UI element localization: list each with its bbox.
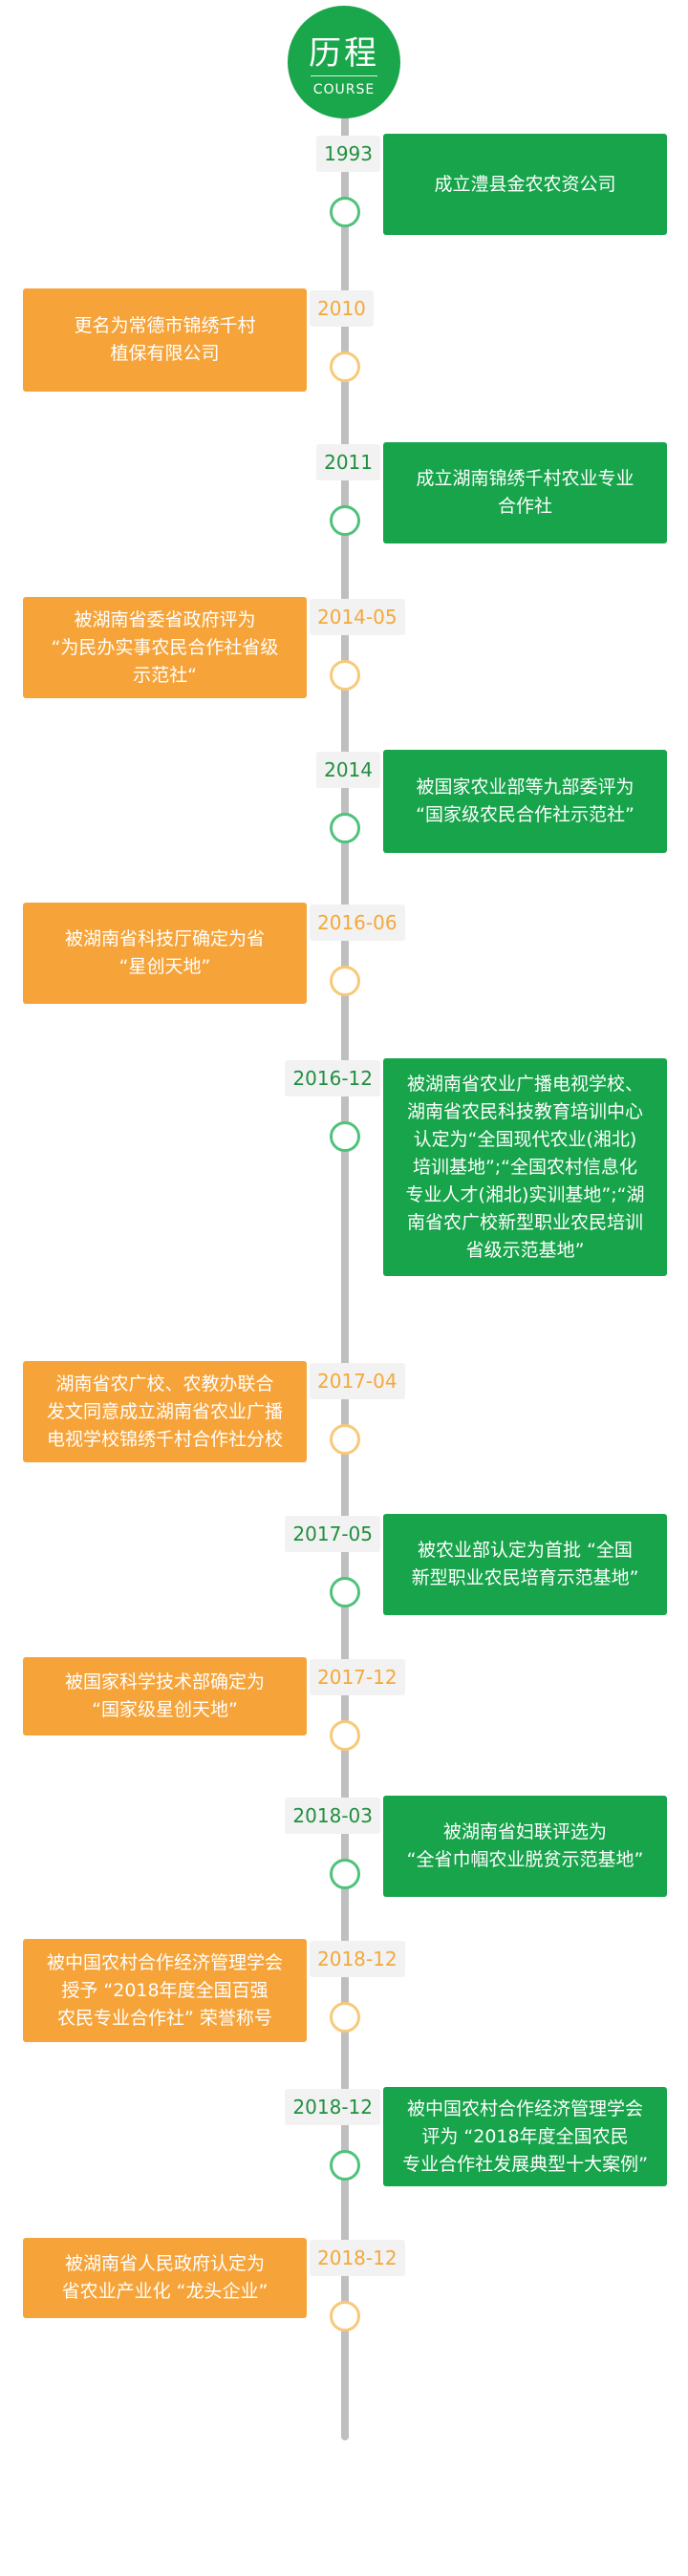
timeline-date: 2014-05 [310, 599, 405, 635]
timeline-date: 2016-12 [285, 1060, 380, 1096]
timeline-card: 被国家农业部等九部委评为 “国家级农民合作社示范社” [383, 750, 667, 853]
timeline-node [330, 2301, 360, 2331]
timeline-card: 被湖南省妇联评选为 “全省巾帼农业脱贫示范基地” [383, 1796, 667, 1897]
timeline-card-text: 被国家农业部等九部委评为 “国家级农民合作社示范社” [416, 777, 634, 825]
timeline-node [330, 1424, 360, 1455]
timeline-card: 成立湖南锦绣千村农业专业 合作社 [383, 442, 667, 543]
timeline-date: 2016-06 [310, 905, 405, 941]
timeline-card-text: 更名为常德市锦绣千村 植保有限公司 [74, 315, 256, 364]
timeline-card: 被农业部认定为首批 “全国 新型职业农民培育示范基地” [383, 1514, 667, 1615]
timeline-node [330, 2002, 360, 2033]
timeline-date: 2010 [310, 290, 374, 327]
timeline-node [330, 2150, 360, 2181]
timeline-date: 2017-04 [310, 1363, 405, 1399]
timeline-card-text: 湖南省农广校、农教办联合 发文同意成立湖南省农业广播 电视学校锦绣千村合作社分校 [46, 1373, 283, 1450]
timeline-card: 被湖南省农业广播电视学校、 湖南省农民科技教育培训中心 认定为“全国现代农业(湘… [383, 1058, 667, 1276]
timeline-node [330, 1577, 360, 1607]
timeline-date: 2017-12 [310, 1659, 405, 1695]
badge-title: 历程 [309, 34, 379, 73]
timeline-node [330, 505, 360, 536]
timeline-card-text: 被湖南省科技厅确定为省 “星创天地” [64, 928, 265, 977]
timeline-card-text: 被中国农村合作经济管理学会 授予 “2018年度全国百强 农民专业合作社” 荣誉… [46, 1951, 283, 2029]
timeline-card: 成立澧县金农农资公司 [383, 134, 667, 235]
timeline-card-text: 被农业部认定为首批 “全国 新型职业农民培育示范基地” [411, 1540, 639, 1588]
section-badge: 历程 COURSE [288, 6, 400, 118]
timeline-date: 2018-12 [310, 2240, 405, 2276]
timeline-card: 被湖南省科技厅确定为省 “星创天地” [23, 903, 307, 1004]
timeline-date: 2018-03 [285, 1798, 380, 1834]
timeline-date: 2018-12 [285, 2089, 380, 2125]
timeline-card-text: 成立澧县金农农资公司 [434, 173, 616, 195]
timeline-card: 被中国农村合作经济管理学会 评为 “2018年度全国农民 专业合作社发展典型十大… [383, 2087, 667, 2186]
timeline-card: 被湖南省委省政府评为 “为民办实事农民合作社省级 示范社“ [23, 597, 307, 698]
timeline-card-text: 被湖南省农业广播电视学校、 湖南省农民科技教育培训中心 认定为“全国现代农业(湘… [405, 1073, 645, 1261]
timeline-card: 湖南省农广校、农教办联合 发文同意成立湖南省农业广播 电视学校锦绣千村合作社分校 [23, 1361, 307, 1462]
timeline-node [330, 1720, 360, 1751]
timeline-card-text: 被湖南省委省政府评为 “为民办实事农民合作社省级 示范社“ [51, 608, 279, 686]
timeline-node [330, 197, 360, 227]
timeline-card: 被国家科学技术部确定为 “国家级星创天地” [23, 1657, 307, 1735]
timeline-card-text: 被湖南省妇联评选为 “全省巾帼农业脱贫示范基地” [406, 1821, 644, 1870]
timeline-card-text: 被湖南省人民政府认定为 省农业产业化 “龙头企业” [61, 2253, 269, 2302]
badge-divider [311, 75, 377, 76]
timeline-card-text: 成立湖南锦绣千村农业专业 合作社 [416, 468, 634, 517]
timeline-card: 被湖南省人民政府认定为 省农业产业化 “龙头企业” [23, 2238, 307, 2318]
timeline-date: 2014 [316, 752, 380, 788]
timeline-card: 更名为常德市锦绣千村 植保有限公司 [23, 288, 307, 392]
timeline-axis [341, 110, 349, 2440]
timeline-node [330, 813, 360, 843]
timeline-date: 2011 [316, 444, 380, 480]
timeline-node [330, 351, 360, 382]
timeline-date: 1993 [316, 136, 380, 172]
badge-subtitle: COURSE [312, 82, 376, 97]
timeline-node [330, 660, 360, 691]
timeline-card: 被中国农村合作经济管理学会 授予 “2018年度全国百强 农民专业合作社” 荣誉… [23, 1939, 307, 2042]
timeline-card-text: 被国家科学技术部确定为 “国家级星创天地” [64, 1671, 265, 1720]
timeline-node [330, 1859, 360, 1889]
timeline-node [330, 1121, 360, 1152]
timeline-date: 2018-12 [310, 1941, 405, 1977]
timeline-node [330, 966, 360, 996]
timeline-date: 2017-05 [285, 1516, 380, 1552]
timeline-card-text: 被中国农村合作经济管理学会 评为 “2018年度全国农民 专业合作社发展典型十大… [402, 2097, 648, 2175]
